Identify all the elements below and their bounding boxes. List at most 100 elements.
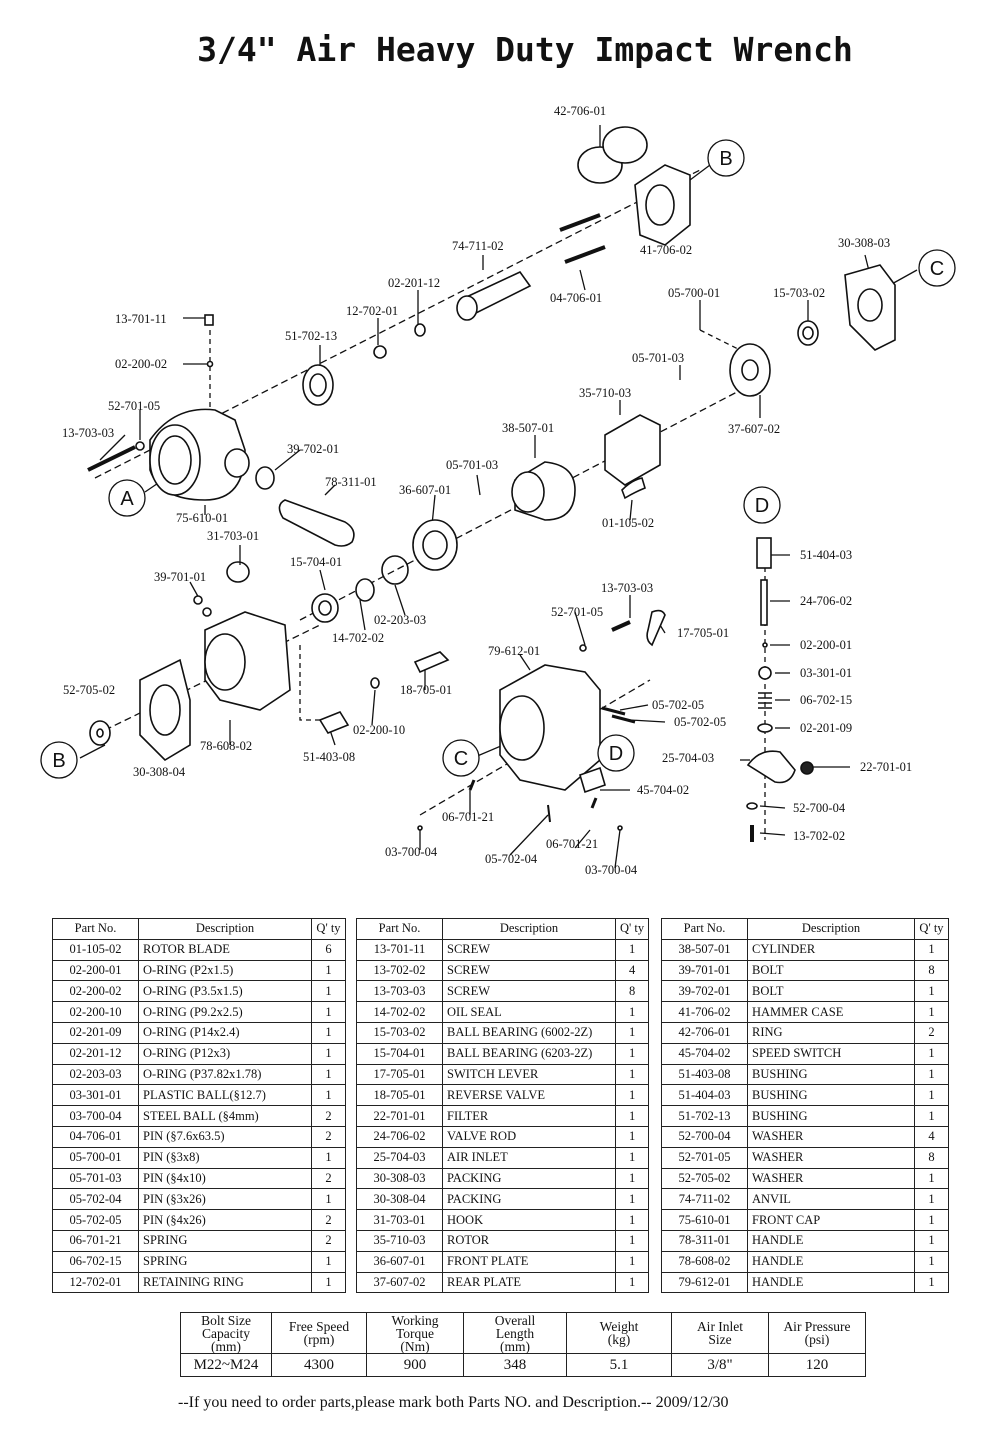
description-cell: BOLT [747, 959, 915, 982]
spec-air-pressure: 120 [768, 1353, 866, 1377]
part-number-cell: 78-311-01 [661, 1229, 748, 1252]
spec-weight: 5.1 [566, 1353, 672, 1377]
description-cell: AIR INLET [442, 1146, 616, 1169]
part-label: 06-701-21 [442, 810, 494, 824]
callout-b-circle-bottom [40, 741, 78, 779]
description-cell: O-RING (P9.2x2.5) [138, 1001, 312, 1023]
part-number-cell: 17-705-01 [356, 1063, 443, 1086]
part-number-cell: 79-612-01 [661, 1271, 748, 1294]
part-label: 05-702-05 [674, 715, 726, 729]
part-label: 52-700-04 [793, 801, 846, 815]
part-number-cell: 02-203-03 [52, 1063, 139, 1086]
part-number-cell: 15-704-01 [356, 1042, 443, 1065]
part-number-cell: 52-700-04 [661, 1125, 748, 1148]
part-number-cell: 06-701-21 [52, 1229, 139, 1252]
description-cell: HAMMER CASE [747, 1001, 915, 1023]
part-number-cell: 52-705-02 [661, 1167, 748, 1190]
part-number-cell: 51-702-13 [661, 1105, 748, 1127]
part-label: 02-201-12 [388, 276, 440, 290]
part-label: 12-702-01 [346, 304, 398, 318]
part-number-cell: 02-200-10 [52, 1001, 139, 1023]
part-label: 35-710-03 [579, 386, 631, 400]
part-number-cell: 02-201-09 [52, 1021, 139, 1044]
quantity-cell: 1 [914, 1229, 949, 1252]
part-label: 78-608-02 [200, 739, 252, 753]
part-number-cell: 06-702-15 [52, 1250, 139, 1273]
part-label: 31-703-01 [207, 529, 259, 543]
column-header-description: Description [747, 918, 915, 940]
part-label: 18-705-01 [400, 683, 452, 697]
part-number-cell: 14-702-02 [356, 1001, 443, 1023]
description-cell: SPRING [138, 1250, 312, 1273]
quantity-cell: 1 [914, 1188, 949, 1211]
part-number-cell: 03-301-01 [52, 1084, 139, 1107]
callout-b-label: B [52, 750, 65, 772]
part-label: 03-301-01 [800, 666, 852, 680]
description-cell: O-RING (P3.5x1.5) [138, 980, 312, 1003]
part-number-cell: 12-702-01 [52, 1271, 139, 1294]
part-number-cell: 02-201-12 [52, 1042, 139, 1065]
part-number-cell: 75-610-01 [661, 1209, 748, 1231]
description-cell: BALL BEARING (6203-2Z) [442, 1042, 616, 1065]
quantity-cell: 1 [311, 1021, 346, 1044]
spec-overall-length: 348 [463, 1353, 567, 1377]
quantity-cell: 1 [614, 1271, 650, 1294]
part-number-cell: 15-703-02 [356, 1021, 443, 1044]
spec-header-free-speed: Free Speed(rpm) [271, 1312, 367, 1354]
part-number-cell: 35-710-03 [356, 1229, 443, 1252]
part-label: 06-702-15 [800, 693, 852, 707]
order-note: --If you need to order parts,please mark… [178, 1394, 729, 1411]
rotor-part [604, 414, 661, 486]
part-number-cell: 13-703-03 [356, 980, 443, 1003]
column-header-qty: Q' ty [914, 918, 949, 940]
part-number-cell: 05-700-01 [52, 1146, 139, 1169]
part-label: 30-308-03 [838, 236, 890, 250]
quantity-cell: 1 [614, 1146, 650, 1169]
part-number-cell: 45-704-02 [661, 1042, 748, 1065]
quantity-cell: 1 [311, 1146, 346, 1169]
part-number-cell: 24-706-02 [356, 1125, 443, 1148]
quantity-cell: 1 [914, 938, 949, 961]
part-label: 52-705-02 [63, 683, 115, 697]
callout-d-circle-top [743, 486, 781, 524]
handle-grip-part [278, 499, 355, 547]
part-label: 79-612-01 [488, 644, 540, 658]
part-number-cell: 18-705-01 [356, 1084, 443, 1107]
bushing-d-part [756, 537, 772, 569]
part-label: 75-610-01 [176, 511, 228, 525]
description-cell: O-RING (P14x2.4) [138, 1021, 312, 1044]
part-label: 02-200-01 [800, 638, 852, 652]
quantity-cell: 2 [311, 1229, 346, 1252]
description-cell: SPEED SWITCH [747, 1042, 915, 1065]
description-cell: PACKING [442, 1167, 616, 1190]
spec-header-air-pressure: Air Pressure(psi) [768, 1312, 866, 1354]
quantity-cell: 1 [914, 1042, 949, 1065]
column-header-part-no: Part No. [52, 918, 139, 940]
description-cell: O-RING (P37.82x1.78) [138, 1063, 312, 1086]
description-cell: BUSHING [747, 1063, 915, 1086]
description-cell: HOOK [442, 1209, 616, 1231]
quantity-cell: 1 [914, 1250, 949, 1273]
part-number-cell: 39-701-01 [661, 959, 748, 982]
description-cell: WASHER [747, 1167, 915, 1190]
